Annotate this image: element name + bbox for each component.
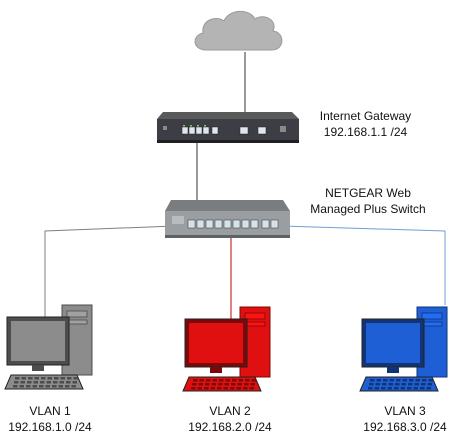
vlan1-subnet: 192.168.1.0 /24 — [8, 420, 92, 434]
gateway-label-line2: 192.168.1.1 /24 — [323, 125, 408, 139]
network-switch-icon — [165, 200, 290, 238]
vlan2-name: VLAN 2 — [209, 404, 251, 418]
vlan3-label: VLAN 3 192.168.3.0 /24 — [355, 403, 455, 435]
vlan2-label: VLAN 2 192.168.2.0 /24 — [180, 403, 280, 435]
switch-label-line2: Managed Plus Switch — [310, 202, 426, 216]
desktop-computer-icon — [4, 304, 93, 390]
link-vlan3 — [281, 225, 446, 305]
switch-label-line1: NETGEAR Web — [325, 186, 411, 200]
vlan3-subnet: 192.168.3.0 /24 — [363, 420, 447, 434]
cloud-icon — [194, 10, 283, 51]
vlan1-name: VLAN 1 — [29, 404, 71, 418]
desktop-computer-icon — [182, 306, 271, 392]
vlan3-name: VLAN 3 — [384, 404, 426, 418]
vlan1-label: VLAN 1 192.168.1.0 /24 — [0, 403, 100, 435]
vlan2-subnet: 192.168.2.0 /24 — [188, 420, 272, 434]
switch-label: NETGEAR Web Managed Plus Switch — [293, 185, 443, 217]
gateway-label-line1: Internet Gateway — [319, 109, 412, 123]
gateway-router-icon — [157, 112, 299, 143]
computers-layer — [4, 304, 448, 392]
desktop-computer-icon — [359, 306, 448, 392]
gateway-label: Internet Gateway 192.168.1.1 /24 — [303, 108, 428, 140]
link-vlan1 — [44, 225, 176, 318]
